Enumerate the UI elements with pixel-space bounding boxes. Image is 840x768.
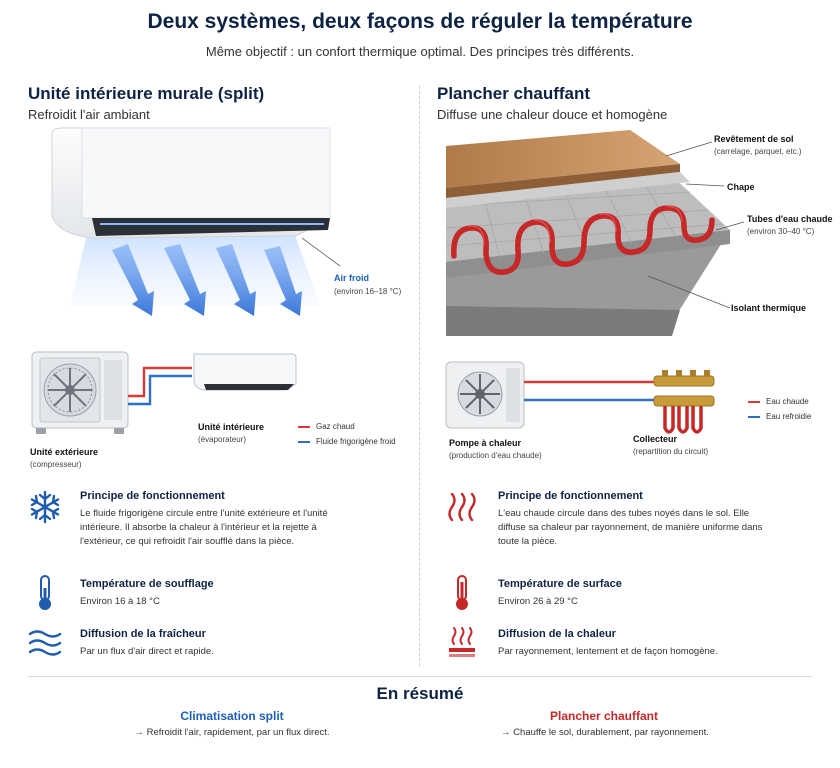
heat-waves-icon	[448, 492, 476, 522]
air-waves-icon	[28, 630, 62, 656]
layer-tubes-label: Tubes d'eau chaude	[747, 214, 833, 224]
floor-temp-title: Température de surface	[498, 578, 622, 590]
split-temp-title: Température de soufflage	[80, 578, 214, 590]
floor-temp-text: Environ 26 à 29 °C	[498, 596, 578, 607]
column-divider	[419, 86, 420, 666]
floor-title: Plancher chauffant	[437, 84, 591, 103]
legend-hot-gas: Gaz chaud	[298, 419, 396, 434]
collector-sub: (repartition du circuit)	[633, 447, 709, 456]
floor-heating-cutaway-illustration	[445, 130, 745, 336]
cold-air-temp: (environ 16–18 °C)	[334, 287, 402, 296]
heat-pump-sub: (production d'eau chaude)	[449, 451, 542, 460]
split-title: Unité intérieure murale (split)	[28, 84, 265, 103]
legend-hot-water: Eau chaude	[748, 394, 811, 409]
outdoor-unit-sub: (compresseur)	[30, 460, 82, 469]
layer-covering-label: Revêtement de sol	[714, 134, 794, 144]
legend-cold-fluid: Fluide frigorigène froid	[298, 434, 396, 449]
layer-insulation-label: Isolant thermique	[731, 303, 807, 313]
indoor-unit-label: Unité intérieure	[198, 422, 265, 432]
summary-title: En résumé	[376, 684, 464, 703]
split-principle-title: Principe de fonctionnement	[80, 490, 225, 502]
thermometer-hot-icon	[456, 575, 468, 610]
snowflake-icon	[30, 490, 60, 524]
collector-label: Collecteur	[633, 434, 678, 444]
summary-floor-title: Plancher chauffant	[549, 709, 659, 723]
page-subtitle: Même objectif : un confort thermique opt…	[205, 44, 635, 59]
outdoor-unit-label: Unité extérieure	[30, 447, 99, 457]
cold-air-label: Air froid	[334, 273, 369, 283]
summary-floor-text: → Chauffe le sol, durablement, par rayon…	[501, 727, 709, 738]
floor-legend: Eau chaude Eau refroidie	[748, 394, 811, 424]
legend-cooled-water: Eau refroidie	[748, 409, 811, 424]
floor-principle-text: L'eau chaude circule dans des tubes noyé…	[498, 508, 763, 547]
heat-pump-label: Pompe à chaleur	[449, 438, 522, 448]
thermometer-cold-icon	[39, 575, 51, 610]
summary-split-text: → Refroidit l'air, rapidement, par un fl…	[134, 727, 330, 738]
radiant-floor-icon	[449, 627, 475, 657]
split-diffusion-text: Par un flux d'air direct et rapide.	[80, 646, 214, 657]
layer-screed-label: Chape	[727, 182, 755, 192]
split-temp-text: Environ 16 à 18 °C	[80, 596, 160, 607]
layer-covering-sub: (carrelage, parquet, etc.)	[714, 147, 802, 156]
wall-ac-unit-illustration	[51, 127, 341, 316]
heat-pump-schematic	[445, 361, 715, 434]
page-title: Deux systèmes, deux façons de réguler la…	[147, 10, 693, 33]
summary-split-title: Climatisation split	[180, 709, 284, 723]
split-principle-text: Le fluide frigorigène circule entre l'un…	[80, 508, 328, 547]
split-legend: Gaz chaud Fluide frigorigène froid	[298, 419, 396, 449]
split-subtitle: Refroidit l'air ambiant	[28, 107, 150, 122]
floor-principle-title: Principe de fonctionnement	[498, 490, 643, 502]
split-system-schematic	[31, 351, 297, 434]
layer-tubes-sub: (environ 30–40 °C)	[747, 227, 815, 236]
summary-divider	[28, 676, 812, 677]
floor-diffusion-title: Diffusion de la chaleur	[498, 628, 616, 640]
indoor-unit-sub: (évaporateur)	[198, 435, 247, 444]
floor-subtitle: Diffuse une chaleur douce et homogène	[437, 107, 668, 122]
floor-diffusion-text: Par rayonnement, lentement et de façon h…	[498, 646, 718, 657]
split-diffusion-title: Diffusion de la fraîcheur	[80, 628, 206, 640]
